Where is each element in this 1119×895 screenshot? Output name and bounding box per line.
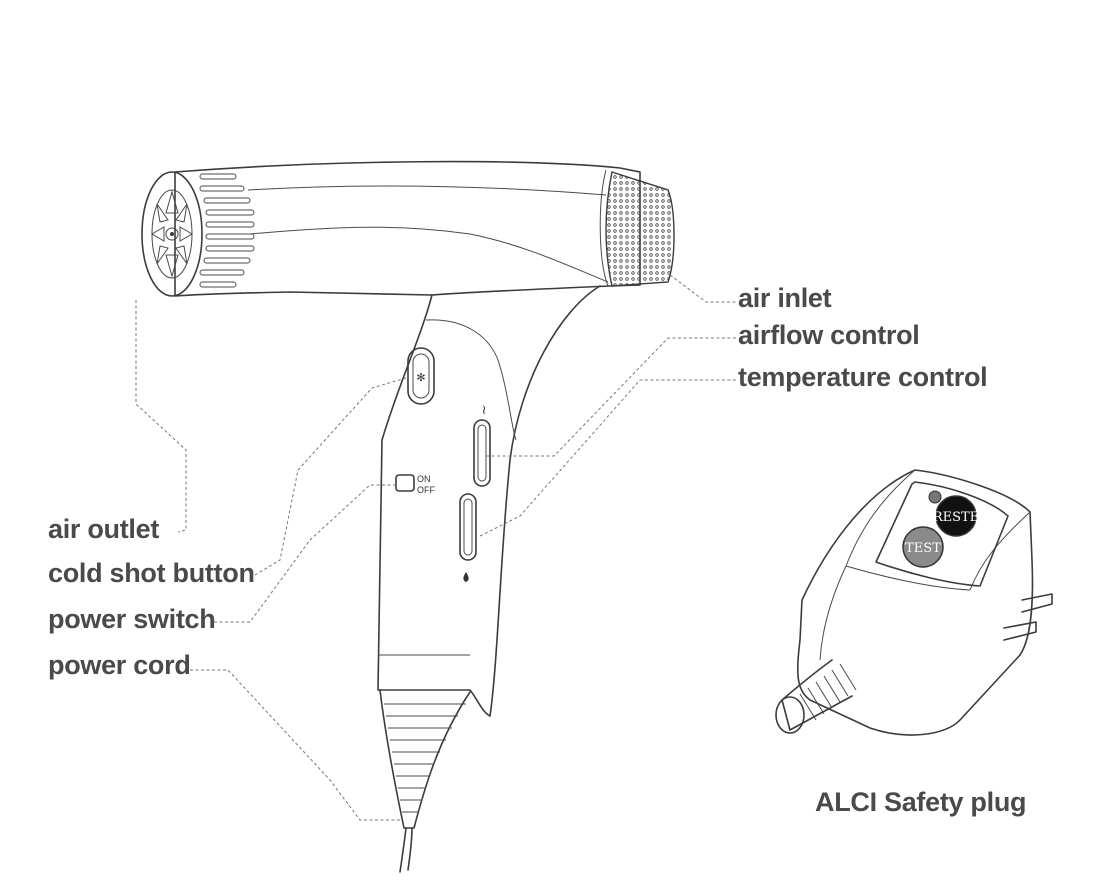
air-inlet-label: air inlet	[738, 283, 832, 313]
airflow-control-label: airflow control	[738, 320, 920, 350]
snowflake-icon: ✻	[416, 372, 425, 384]
power-cord	[379, 689, 471, 873]
leader-lines	[135, 274, 736, 821]
alci-safety-plug: RESTE TEST	[775, 469, 1053, 736]
power-cord-label: power cord	[48, 650, 191, 680]
reset-button-label: RESTE	[933, 510, 979, 525]
drop-icon	[463, 572, 469, 582]
air-inlet-mesh	[605, 171, 675, 287]
airflow-icon: ≀	[482, 402, 487, 417]
switch-off-text: OFF	[417, 485, 435, 495]
hair-dryer: ✻ ON OFF ≀	[141, 160, 675, 873]
outlet-grille-fins	[151, 190, 193, 278]
test-button	[902, 526, 944, 568]
reset-button	[935, 495, 977, 537]
outlet-slots	[199, 173, 255, 288]
air-outlet-label: air outlet	[48, 514, 160, 544]
cold-shot-button-label: cold shot button	[48, 558, 255, 588]
airflow-slider	[473, 419, 491, 487]
temperature-control-label: temperature control	[738, 362, 988, 392]
test-button-label: TEST	[905, 541, 941, 556]
temperature-slider	[459, 493, 477, 561]
alci-safety-plug-label: ALCI Safety plug	[815, 787, 1027, 817]
power-switch-label: power switch	[48, 604, 216, 634]
switch-on-text: ON	[417, 474, 431, 484]
